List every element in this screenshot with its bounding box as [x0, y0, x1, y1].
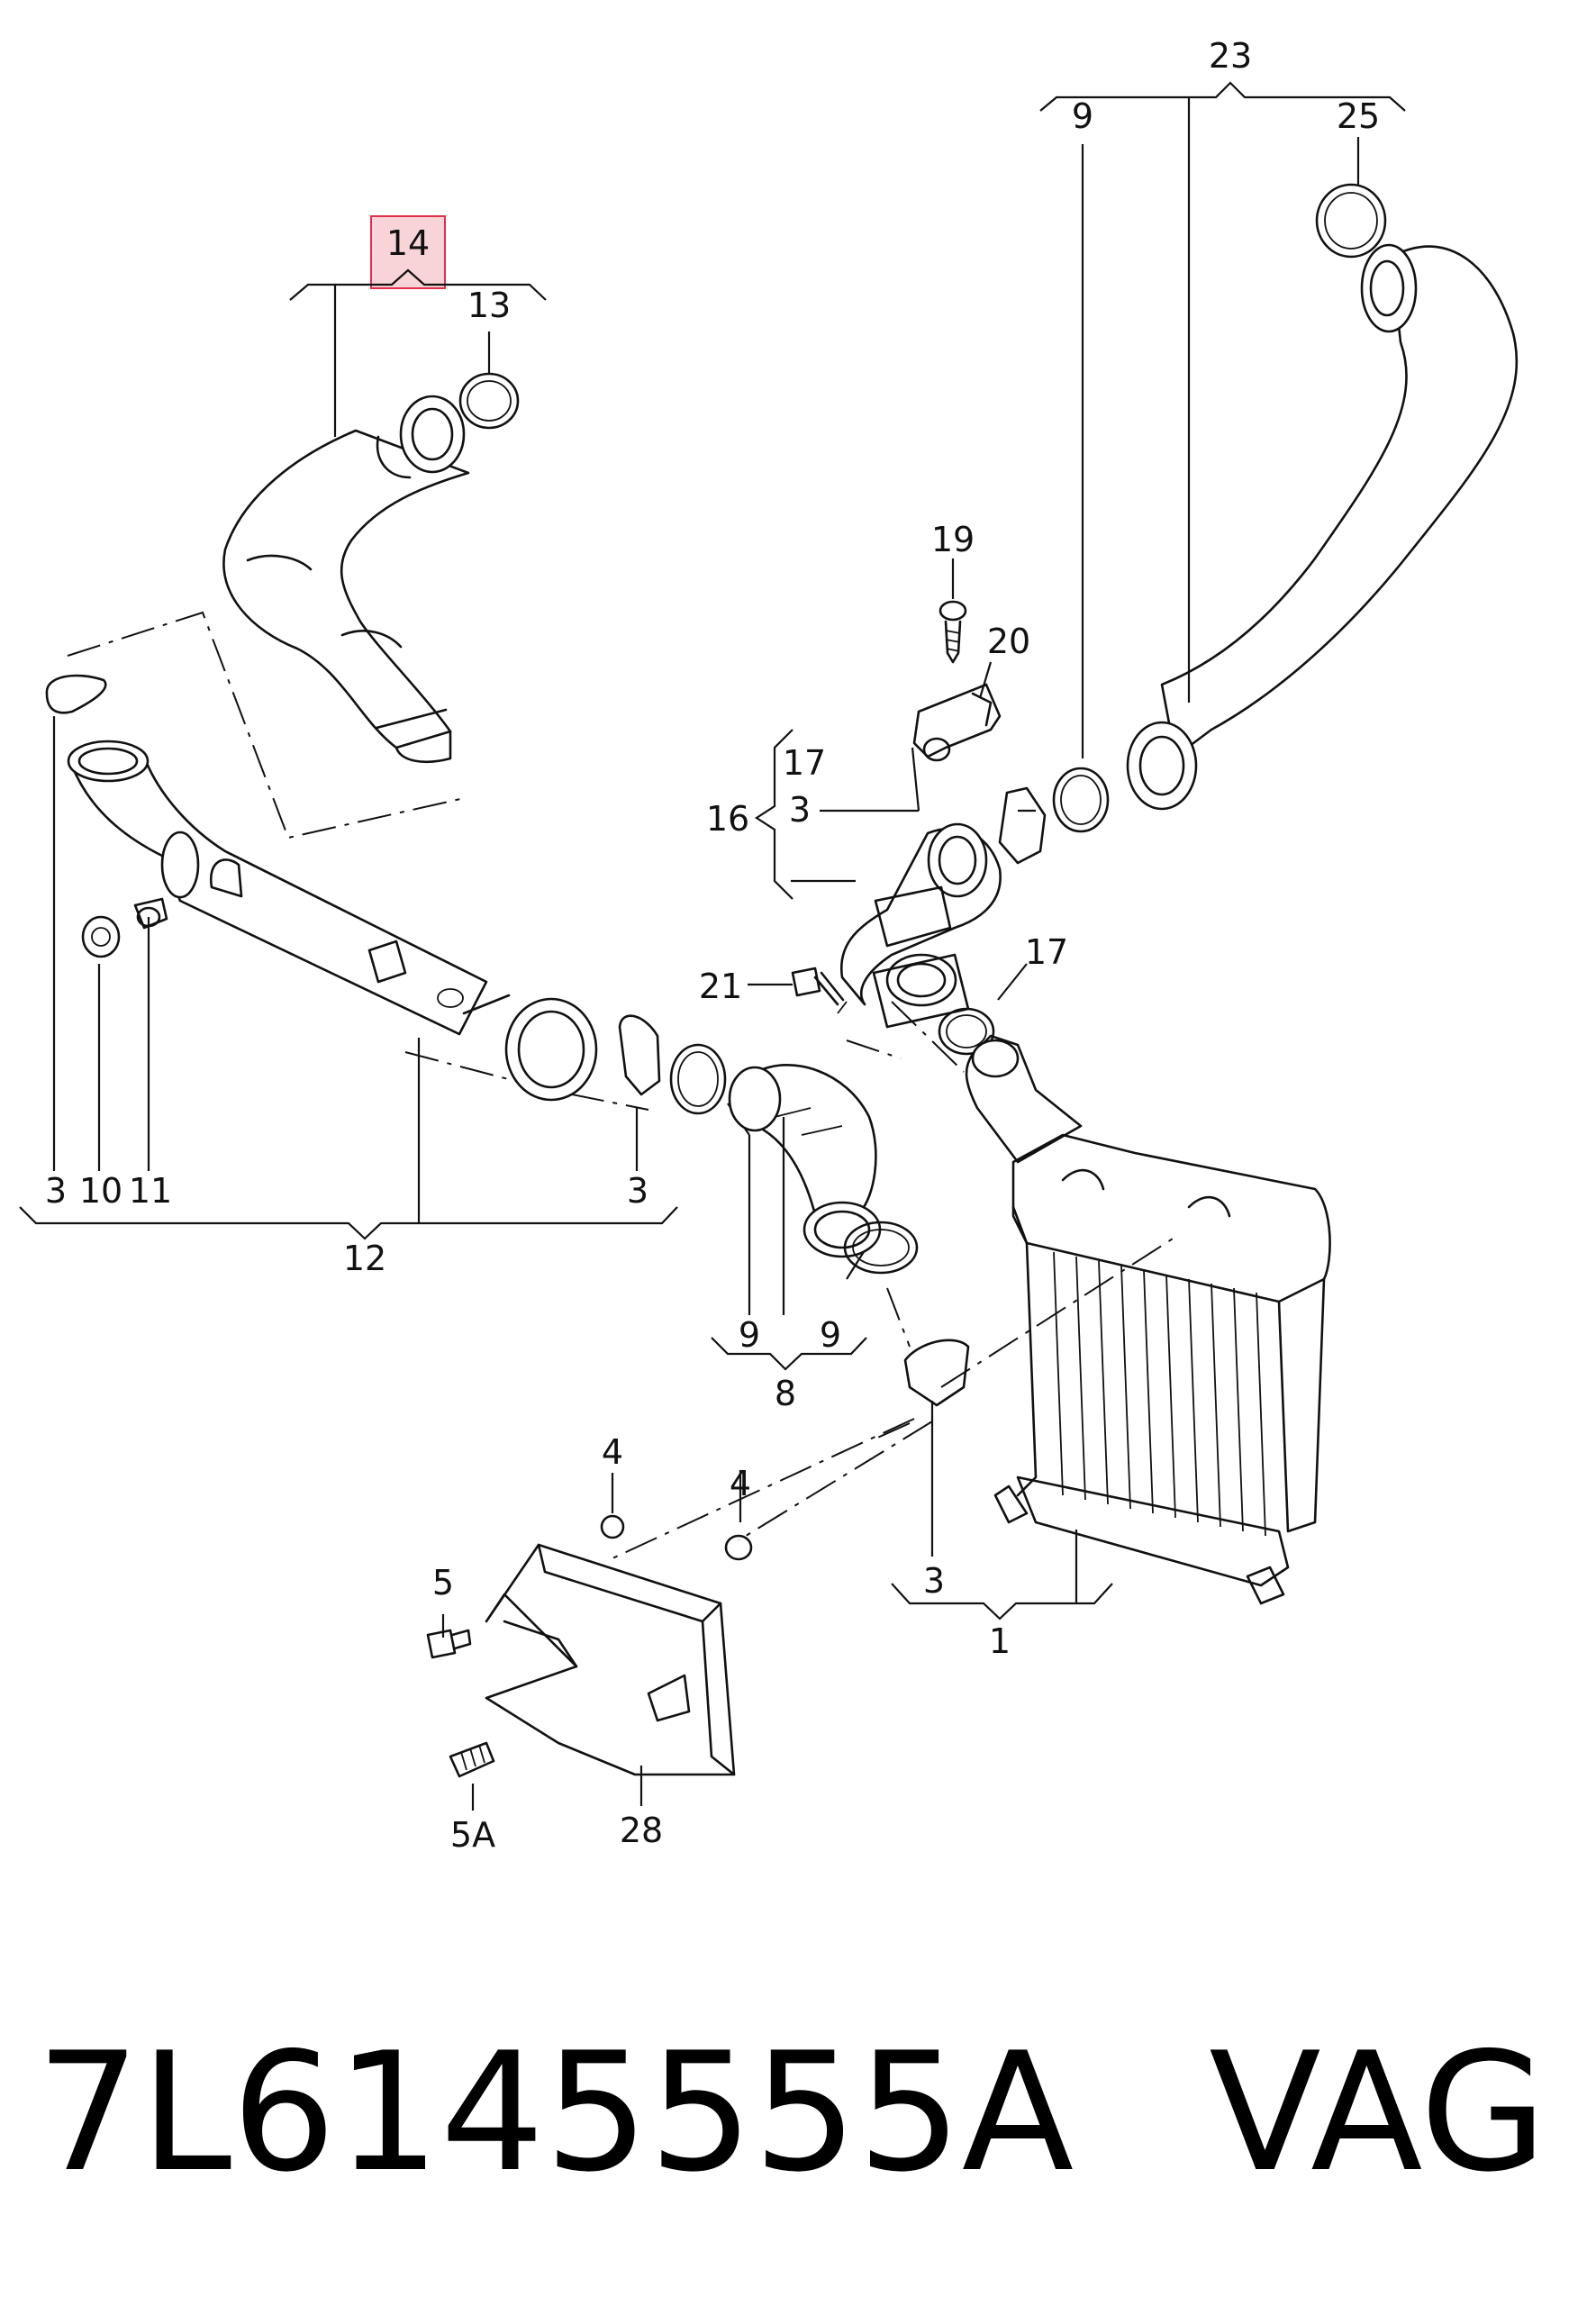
sensor-20[interactable]	[912, 683, 1002, 762]
gasket-3-left[interactable]	[45, 674, 107, 714]
footer-caption: 7L6145555A VAG	[36, 2004, 1567, 2220]
callout-3-sensor: 3	[789, 790, 811, 830]
gasket-3-mid[interactable]	[618, 1014, 661, 1096]
callout-16: 16	[706, 799, 749, 839]
callout-25: 25	[1337, 96, 1380, 136]
bolt-5a[interactable]	[449, 1741, 495, 1778]
assembly-lines	[67, 611, 1181, 1559]
gasket-3-lower[interactable]	[903, 1339, 970, 1407]
intercooler-1[interactable]	[965, 1034, 1331, 1605]
o-ring-9-upper[interactable]	[1052, 767, 1110, 833]
callout-1: 1	[989, 1621, 1011, 1661]
callout-3-lower: 3	[923, 1561, 945, 1601]
callout-17-top: 17	[783, 743, 826, 783]
callout-9-right: 9	[820, 1315, 841, 1355]
hose-14[interactable]	[222, 395, 470, 764]
nut-4-left[interactable]	[600, 1514, 625, 1539]
nut-4-right[interactable]	[724, 1534, 753, 1561]
o-ring-9-mid[interactable]	[669, 1043, 727, 1115]
callout-labels: 14 13 23 9 25 19 20 17 16 3 21 17 3 10 1…	[45, 36, 1380, 1855]
callout-8: 8	[775, 1374, 796, 1413]
bracket-12	[19, 1038, 678, 1240]
callout-10: 10	[79, 1171, 122, 1211]
callout-9-left: 9	[739, 1315, 760, 1355]
connector-16[interactable]	[839, 822, 1002, 1029]
bracket-1	[891, 1530, 1113, 1620]
part-number: 7L6145555A	[36, 2017, 1075, 2208]
callout-28: 28	[620, 1811, 663, 1850]
callout-12: 12	[343, 1239, 386, 1278]
bracket-8	[711, 1337, 867, 1371]
callout-9-top: 9	[1072, 96, 1093, 136]
hose-23[interactable]	[1126, 243, 1519, 811]
callout-14[interactable]: 14	[386, 223, 430, 263]
gasket-3-sensor[interactable]	[998, 786, 1047, 865]
callout-3-mid: 3	[627, 1171, 648, 1211]
callout-5: 5	[432, 1563, 454, 1602]
callout-20: 20	[987, 622, 1030, 661]
bump-stop-10[interactable]	[81, 915, 121, 958]
bracket-16	[754, 729, 919, 900]
bracket-14	[289, 268, 547, 437]
callout-11: 11	[129, 1171, 172, 1211]
o-ring-13[interactable]	[458, 372, 520, 430]
callout-21: 21	[699, 967, 742, 1006]
elbow-8[interactable]	[728, 1064, 882, 1258]
highlight-box-14[interactable]	[370, 215, 446, 289]
pipe-12[interactable]	[67, 740, 598, 1102]
o-ring-17[interactable]	[938, 1007, 995, 1056]
callout-4-right: 4	[730, 1464, 751, 1503]
pin-11[interactable]	[133, 897, 168, 930]
callout-23: 23	[1209, 36, 1252, 76]
callout-3-left: 3	[45, 1171, 67, 1211]
bolt-5[interactable]	[426, 1629, 472, 1659]
bracket-28[interactable]	[485, 1543, 736, 1776]
o-ring-25[interactable]	[1315, 183, 1387, 259]
leader-lines	[52, 137, 1360, 1811]
callout-13: 13	[467, 286, 511, 325]
callout-17-right: 17	[1025, 932, 1068, 972]
bracket-23	[1039, 81, 1406, 758]
screw-19[interactable]	[939, 600, 967, 664]
callout-5a: 5A	[450, 1815, 495, 1855]
callout-19: 19	[931, 520, 975, 559]
brand-name: VAG	[1209, 2017, 1547, 2208]
callout-4-left: 4	[602, 1432, 623, 1472]
o-ring-9-lower[interactable]	[843, 1221, 919, 1275]
bolt-21[interactable]	[791, 967, 848, 1014]
